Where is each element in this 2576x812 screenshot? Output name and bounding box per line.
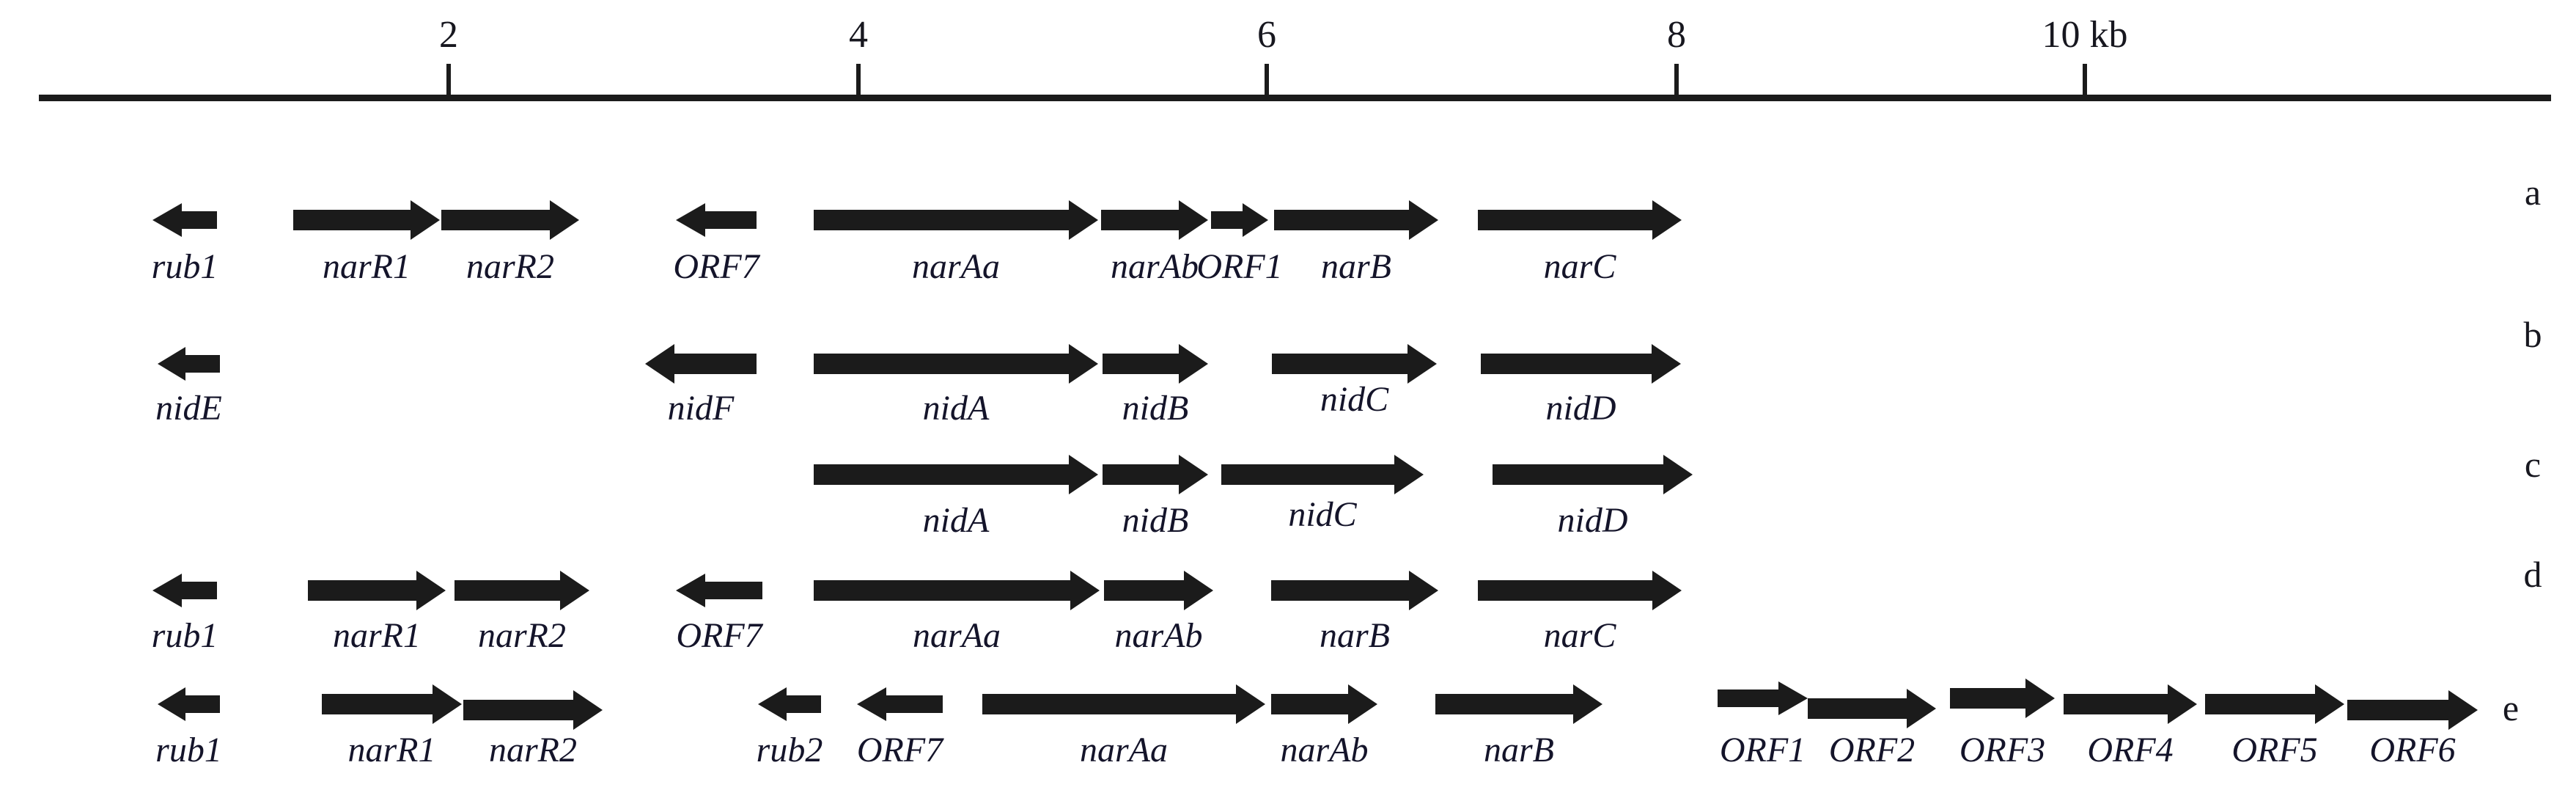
gene-arrow-narC — [1478, 200, 1682, 240]
gene-label-narAa: narAa — [912, 247, 1000, 286]
gene-label-narAb: narAb — [1280, 731, 1369, 769]
row-letter-a: a — [2524, 172, 2542, 213]
gene-label-nidB: nidB — [1122, 501, 1189, 540]
row-letter-d: d — [2523, 554, 2542, 595]
gene-arrow-ORF7 — [676, 574, 762, 607]
gene-label-narR1: narR1 — [333, 616, 421, 655]
gene-arrow-narR1 — [322, 684, 462, 724]
scale-tick-label: 10 kb — [2042, 14, 2128, 56]
gene-label-rub2: rub2 — [756, 731, 823, 769]
gene-arrow-nidC — [1221, 455, 1424, 494]
scale-tick-10-kb — [2083, 64, 2087, 98]
gene-arrow-narB — [1271, 571, 1438, 610]
gene-label-nidE: nidE — [155, 389, 222, 428]
row-letter-c: c — [2524, 444, 2542, 485]
gene-label-narAb: narAb — [1111, 247, 1199, 286]
gene-arrow-ORF3 — [1950, 679, 2055, 718]
scale-tick-label: 8 — [1667, 14, 1686, 56]
gene-label-nidB: nidB — [1122, 389, 1189, 428]
gene-arrow-nidD — [1481, 344, 1681, 384]
gene-arrow-nidA — [814, 455, 1098, 494]
gene-label-narR2: narR2 — [466, 247, 554, 286]
gene-arrow-nidE — [158, 347, 220, 381]
gene-arrow-nidB — [1103, 344, 1208, 384]
gene-label-rub1: rub1 — [151, 616, 218, 655]
gene-label-nidC: nidC — [1320, 380, 1389, 419]
gene-label-ORF7: ORF7 — [676, 616, 762, 655]
gene-arrow-narAa — [814, 571, 1100, 610]
scale-bar-line — [39, 95, 2551, 101]
gene-arrow-rub1 — [152, 574, 217, 607]
gene-arrow-ORF6 — [2347, 690, 2478, 730]
row-letter-e: e — [2502, 687, 2520, 728]
gene-arrow-rub1 — [158, 687, 220, 721]
gene-arrow-ORF7 — [857, 687, 943, 721]
gene-arrow-narB — [1274, 200, 1438, 240]
gene-label-narAa: narAa — [1080, 731, 1168, 769]
gene-label-ORF5: ORF5 — [2231, 731, 2318, 769]
gene-label-narAa: narAa — [913, 616, 1001, 655]
gene-arrow-ORF2 — [1808, 689, 1936, 728]
gene-label-narR2: narR2 — [478, 616, 566, 655]
gene-arrow-narAa — [982, 684, 1265, 724]
gene-label-narR1: narR1 — [323, 247, 411, 286]
gene-arrow-rub1 — [152, 203, 217, 237]
gene-label-ORF4: ORF4 — [2087, 731, 2174, 769]
gene-arrow-narAb — [1271, 684, 1377, 724]
gene-label-nidD: nidD — [1545, 389, 1616, 428]
gene-arrow-narR2 — [463, 690, 603, 730]
gene-label-ORF1: ORF1 — [1196, 247, 1283, 286]
gene-label-ORF7: ORF7 — [673, 247, 759, 286]
gene-label-narB: narB — [1321, 247, 1391, 286]
gene-label-nidA: nidA — [922, 501, 990, 540]
gene-label-narC: narC — [1543, 247, 1616, 286]
gene-label-nidA: nidA — [922, 389, 990, 428]
gene-arrow-narAb — [1104, 571, 1213, 610]
gene-label-nidF: nidF — [667, 389, 735, 428]
scale-tick-label: 2 — [439, 14, 458, 56]
gene-label-narB: narB — [1484, 731, 1554, 769]
gene-arrow-nidA — [814, 344, 1098, 384]
gene-label-ORF7: ORF7 — [856, 731, 943, 769]
scale-tick-6 — [1265, 64, 1269, 98]
gene-arrow-nidF — [645, 344, 757, 384]
gene-label-ORF6: ORF6 — [2369, 731, 2456, 769]
gene-label-ORF3: ORF3 — [1959, 731, 2046, 769]
gene-arrow-narR1 — [308, 571, 446, 610]
gene-arrow-nidB — [1103, 455, 1208, 494]
row-letter-b: b — [2523, 314, 2542, 355]
gene-label-narAb: narAb — [1114, 616, 1203, 655]
gene-label-ORF1: ORF1 — [1719, 731, 1806, 769]
gene-arrow-ORF1 — [1211, 203, 1268, 237]
gene-label-rub1: rub1 — [155, 731, 222, 769]
gene-arrow-narR1 — [293, 200, 440, 240]
gene-label-narB: narB — [1320, 616, 1390, 655]
scale-tick-label: 4 — [849, 14, 868, 56]
gene-arrow-ORF7 — [676, 203, 757, 237]
gene-arrow-narR2 — [441, 200, 579, 240]
scale-tick-8 — [1674, 64, 1679, 98]
gene-arrow-rub2 — [758, 687, 821, 721]
gene-label-nidD: nidD — [1557, 501, 1628, 540]
gene-arrow-nidC — [1272, 344, 1437, 384]
gene-arrow-nidD — [1493, 455, 1693, 494]
gene-arrow-narAb — [1101, 200, 1208, 240]
gene-arrow-ORF1 — [1718, 681, 1808, 715]
gene-label-narC: narC — [1543, 616, 1616, 655]
gene-label-nidC: nidC — [1288, 495, 1357, 534]
gene-arrow-ORF4 — [2064, 684, 2197, 724]
gene-arrow-narAa — [814, 200, 1098, 240]
scale-tick-2 — [446, 64, 451, 98]
gene-arrow-narC — [1478, 571, 1682, 610]
gene-label-narR2: narR2 — [489, 731, 577, 769]
gene-label-narR1: narR1 — [347, 731, 436, 769]
gene-arrow-narB — [1435, 684, 1602, 724]
gene-arrow-narR2 — [455, 571, 589, 610]
gene-arrow-ORF5 — [2205, 684, 2344, 724]
scale-tick-label: 6 — [1257, 14, 1276, 56]
gene-label-ORF2: ORF2 — [1828, 731, 1916, 769]
scale-tick-4 — [856, 64, 861, 98]
gene-label-rub1: rub1 — [151, 247, 218, 286]
